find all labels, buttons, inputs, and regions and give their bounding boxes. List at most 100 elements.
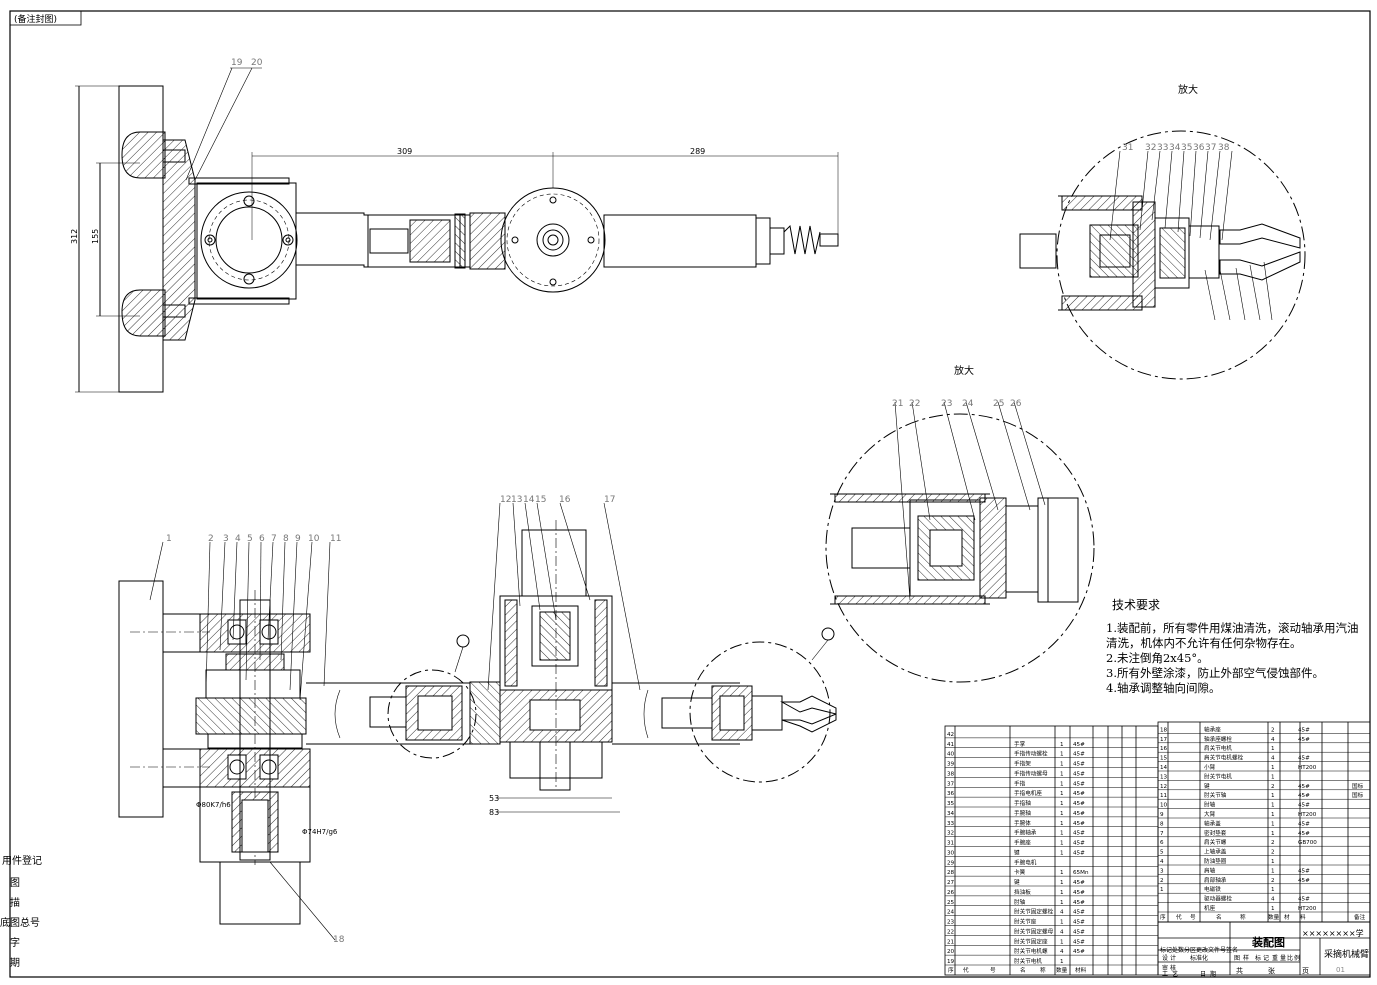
bom-left-no: 31	[947, 841, 955, 847]
bom-right-no: 6	[1160, 840, 1164, 846]
tech-item: 4.轴承调整轴向间隙。	[1106, 681, 1221, 695]
school-name: ××××××××学	[1302, 928, 1364, 938]
callout-1: 1	[166, 534, 172, 544]
svg-text:审: 审	[1162, 964, 1168, 972]
bom-left-no: 20	[947, 949, 955, 955]
bom-right-header: 称	[1240, 913, 1246, 921]
bom-left-name: 手腕轴承	[1014, 829, 1037, 837]
bom-left-header: 序	[948, 966, 954, 974]
bom-left-qty: 1	[1060, 920, 1064, 926]
bom-left-no: 22	[947, 929, 954, 935]
bom-right-qty: 1	[1271, 859, 1275, 865]
bom-right-qty: 1	[1271, 812, 1275, 818]
bom-left-name: 手指电机座	[1014, 789, 1042, 797]
callout-5: 5	[247, 534, 253, 544]
drawing-code: 01	[1336, 966, 1345, 974]
bom-right-qty: 1	[1271, 868, 1275, 874]
bom-left-material: 45#	[1073, 949, 1085, 955]
callout-16: 16	[559, 495, 571, 505]
bom-left-qty: 1	[1060, 752, 1064, 758]
bom-right-qty: 1	[1271, 906, 1275, 912]
callout-8: 8	[283, 534, 289, 544]
bom-right-material: 45#	[1298, 727, 1310, 733]
callout-11: 11	[330, 534, 341, 544]
svg-text:例: 例	[1294, 954, 1300, 962]
bom-right-name: 肩关节电机螺栓	[1204, 754, 1244, 762]
bom-left-name: 挡油板	[1014, 888, 1031, 896]
bom-right-material: 45#	[1298, 737, 1310, 743]
bom-left-material: 45#	[1073, 811, 1085, 817]
bom-left-name: 手指	[1014, 779, 1026, 787]
callout-17: 17	[604, 495, 615, 505]
dim-83: 83	[489, 808, 499, 817]
bom-right-qty: 1	[1271, 793, 1275, 799]
bom-right-no: 5	[1160, 850, 1164, 856]
bom-right-header: 名	[1216, 913, 1222, 921]
bom-left-no: 33	[947, 821, 955, 827]
bom-left-name: 键	[1014, 848, 1020, 856]
bom-left-qty: 1	[1060, 850, 1064, 856]
side-item: 字	[10, 938, 20, 949]
bom-left-name: 手腕电机	[1014, 858, 1037, 866]
bom-right-no: 12	[1160, 784, 1167, 790]
bom-left-material: 45#	[1073, 831, 1085, 837]
side-item: 图	[10, 878, 20, 889]
callout-31: 31	[1122, 143, 1133, 153]
bom-left-material: 45#	[1073, 771, 1085, 777]
dim-289: 289	[690, 147, 705, 156]
bom-right-name: 驱动器螺栓	[1204, 895, 1232, 903]
svg-text:标: 标	[1255, 954, 1261, 962]
callout-36: 36	[1193, 143, 1205, 153]
page-label: 页	[1302, 967, 1309, 975]
bom-left-qty: 1	[1060, 841, 1064, 847]
callout-33: 33	[1157, 143, 1168, 153]
bom-left-name: 肘关节固定螺母	[1014, 927, 1054, 935]
bom-right-qty: 4	[1271, 897, 1275, 903]
bom-left-header: 称	[1040, 966, 1046, 974]
svg-text:日: 日	[1200, 971, 1206, 978]
bom-right-name: 肘轴	[1204, 801, 1216, 809]
bom-left-qty: 4	[1060, 910, 1064, 916]
bom-left-header: 代	[963, 966, 969, 974]
callout-12: 12	[500, 495, 511, 505]
change-row: 标记处数分区更改文件号签名	[1160, 946, 1238, 954]
bom-right-name: 机座	[1204, 904, 1216, 912]
bom-left-no: 36	[947, 791, 955, 797]
callout-34: 34	[1169, 143, 1181, 153]
dim-312: 312	[70, 229, 79, 244]
bom-left-qty: 1	[1060, 762, 1064, 768]
bom-right-no: 15	[1160, 756, 1168, 762]
bom-left-no: 26	[947, 890, 955, 896]
bom-left-name: 手指传动螺栓	[1014, 750, 1048, 758]
bom-left-no: 24	[947, 910, 955, 916]
svg-text:重: 重	[1272, 954, 1278, 962]
detail-top-title: 放大	[1178, 83, 1198, 96]
bom-left-no: 34	[947, 811, 955, 817]
bom-right-material: 45#	[1298, 831, 1310, 837]
bom-right-name: 肘关节轴	[1204, 791, 1227, 799]
part-name: 采摘机械臂	[1324, 948, 1369, 960]
dim-155: 155	[91, 229, 100, 244]
bom-left-no: 42	[947, 732, 954, 738]
bom-left-qty: 1	[1060, 811, 1064, 817]
sheet-border	[9, 10, 1371, 978]
bom-right-no: 11	[1160, 793, 1168, 799]
bom-right-qty: 1	[1271, 765, 1275, 771]
bom-left-name: 肘关节固定螺栓	[1014, 908, 1054, 916]
callout-6: 6	[259, 534, 265, 544]
bom-right-header: 序	[1160, 913, 1166, 921]
callout-4: 4	[235, 534, 241, 544]
bom-right-header: 材	[1284, 913, 1290, 921]
bom-left-no: 19	[947, 959, 955, 965]
bom-left-material: 45#	[1073, 742, 1085, 748]
callout-9: 9	[295, 534, 301, 544]
svg-text:样: 样	[1243, 954, 1249, 962]
bom-right-qty: 2	[1271, 784, 1275, 790]
bom-left-qty: 1	[1060, 900, 1064, 906]
callout-23: 23	[941, 399, 952, 409]
svg-text:工: 工	[1162, 971, 1168, 978]
bom-left-name: 手腕轴	[1014, 809, 1031, 817]
bom-left-material: 45#	[1073, 900, 1085, 906]
bom-right-qty: 4	[1271, 756, 1275, 762]
